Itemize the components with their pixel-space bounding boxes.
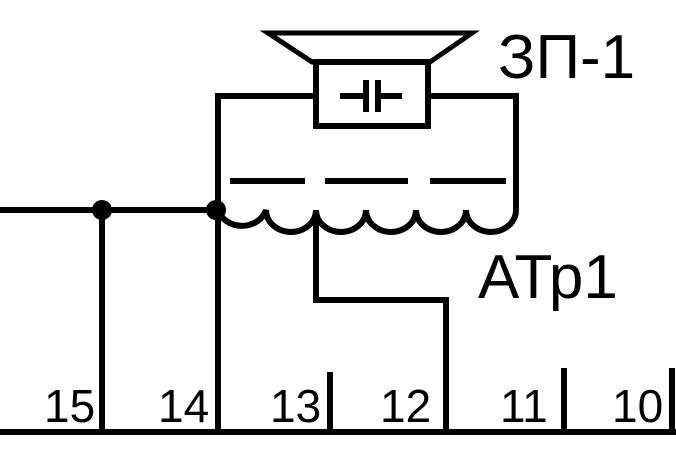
junction-dot [92,200,112,220]
transformer-tap-wire [313,210,449,432]
speaker-label: ЗП-1 [498,23,635,92]
speaker-lead-right [428,93,519,210]
terminal-label: 12 [380,380,431,432]
terminal-label: 10 [612,380,663,432]
terminal-label: 13 [270,380,321,432]
terminal-label: 15 [44,380,95,432]
junction-dot [206,200,226,220]
speaker-lead-left [215,93,316,215]
transformer-winding [215,208,519,235]
terminal-label: 14 [158,380,209,432]
transformer-label: АТр1 [478,243,618,312]
capacitor-symbol [340,80,402,112]
speaker-cone [259,30,481,65]
speaker-body [313,59,431,129]
terminal-label: 11 [500,380,548,432]
